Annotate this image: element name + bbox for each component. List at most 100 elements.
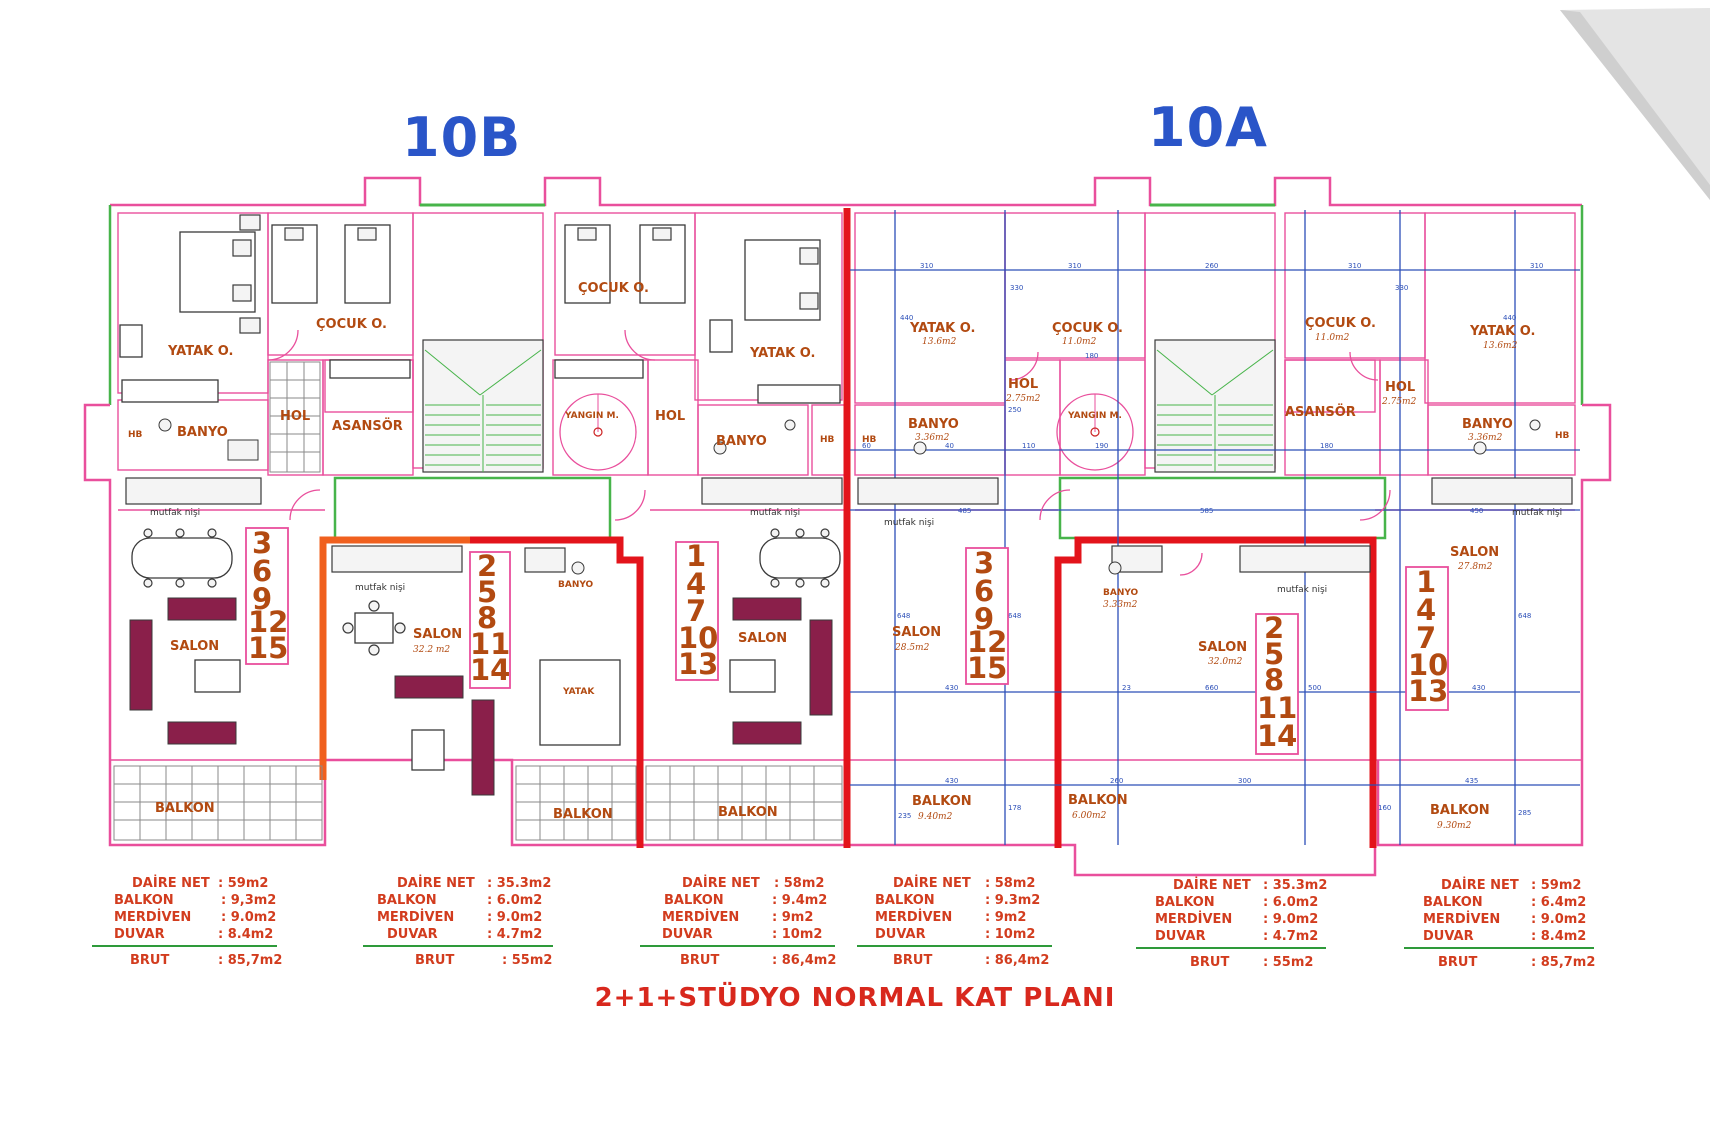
unit-numbers-258-10b: 2 5 8 11 14 (469, 549, 511, 689)
dim-label: 648 (897, 612, 910, 620)
dim-label: 430 (945, 777, 958, 785)
unit-stats: DAİRE NET: 59m2 BALKON: 9,3m2 MERDİVEN: … (114, 876, 283, 968)
unit-number: 3 (974, 546, 994, 580)
room-label-yatak: YATAK O. (1469, 324, 1535, 339)
dimension-labels: 310 310 260 310 310 440 330 180 440 330 … (862, 262, 1543, 820)
room-label-banyo: BANYO (1103, 588, 1139, 598)
dim-label: 23 (1122, 684, 1131, 692)
plan-title: 2+1+STÜDYO NORMAL KAT PLANI (594, 983, 1116, 1013)
dim-label: 160 (1378, 804, 1391, 812)
dim-label: 40 (945, 442, 954, 450)
unit-number: 12 (248, 605, 288, 639)
room-label-balkon: BALKON (553, 807, 613, 822)
balcony-tiles-10b-mid (515, 765, 637, 841)
unit-numbers-369-10b: 3 6 9 12 15 (245, 526, 289, 665)
unit-stats: DAİRE NET: 35.3m2 BALKON: 6.0m2 MERDİVEN… (1155, 878, 1328, 970)
room-label-balkon: BALKON (1068, 793, 1128, 808)
area-yatak: 13.6m2 (1483, 341, 1518, 351)
room-label-hb: HB (820, 435, 835, 445)
area-yatak: 13.6m2 (922, 337, 957, 347)
block-title-10a: 10A (1148, 96, 1268, 159)
area-banyo: 3.36m2 (915, 433, 950, 443)
area-cocuk: 11.0m2 (1062, 337, 1097, 347)
beds-cocuk-10b-left (271, 224, 391, 304)
unit-stats: DAİRE NET: 58m2 BALKON: 9.4m2 MERDİVEN: … (662, 876, 837, 968)
dim-label: 648 (1008, 612, 1021, 620)
room-label-yangin: YANGIN M. (564, 411, 619, 421)
label-mutfak: mutfak nişi (1512, 508, 1562, 518)
dim-label: 235 (898, 812, 911, 820)
unit-number: 5 (477, 575, 497, 609)
unit-number: 1 (686, 539, 706, 573)
room-label-hb: HB (128, 430, 143, 440)
hol-tiles-10b (269, 361, 321, 473)
dining-studio-10b (342, 600, 406, 656)
unit-number: 3 (252, 526, 272, 560)
room-label-hb: HB (862, 435, 877, 445)
label-mutfak: mutfak nişi (1277, 585, 1327, 595)
room-label-cocuk: ÇOCUK O. (1305, 316, 1376, 331)
unit-number: 5 (1264, 637, 1284, 671)
room-label-balkon: BALKON (912, 794, 972, 809)
unit-numbers-147-10b: 1 4 7 10 13 (675, 539, 719, 681)
room-label-banyo: BANYO (558, 580, 594, 590)
room-label-cocuk: ÇOCUK O. (316, 317, 387, 332)
dim-label: 440 (900, 314, 913, 322)
area-hol: 2.75m2 (1005, 394, 1041, 404)
room-label-hb: HB (1555, 431, 1570, 441)
unit-number: 1 (1416, 565, 1436, 599)
stats-underline (1136, 947, 1326, 949)
dim-label: 430 (945, 684, 958, 692)
unit-number: 10 (1408, 648, 1448, 682)
room-label-asansor: ASANSÖR (1285, 404, 1356, 420)
unit-number: 7 (686, 594, 706, 628)
area-salon: 28.5m2 (894, 643, 930, 653)
dim-label: 260 (1205, 262, 1218, 270)
dim-label: 310 (1068, 262, 1081, 270)
unit-number: 15 (967, 651, 1007, 685)
balcony-tiles-10b-right (645, 765, 843, 841)
dim-label: 60 (862, 442, 871, 450)
dimension-lines (850, 210, 1580, 845)
stats-underline (92, 945, 277, 947)
dim-label: 500 (1308, 684, 1321, 692)
room-label-hol: HOL (280, 409, 310, 424)
area-salon: 27.8m2 (1457, 562, 1493, 572)
dim-label: 435 (1465, 777, 1478, 785)
unit-number: 4 (1416, 593, 1436, 627)
unit-number: 13 (678, 647, 718, 681)
dim-label: 250 (1008, 406, 1021, 414)
unit-number: 15 (248, 631, 288, 665)
stats-underline (1404, 947, 1594, 949)
sofas (129, 597, 833, 796)
room-label-asansor: ASANSÖR (332, 418, 403, 434)
stats-underline (857, 945, 1052, 947)
label-mutfak: mutfak nişi (884, 518, 934, 528)
dim-label: 585 (1200, 507, 1213, 515)
unit-numbers-147-10a: 1 4 7 10 13 (1405, 565, 1449, 711)
unit-stats: DAİRE NET: 35.3m2 BALKON: 6.0m2 MERDİVEN… (377, 876, 553, 968)
dim-label: 285 (1518, 809, 1531, 817)
dim-label: 300 (1238, 777, 1251, 785)
room-label-banyo: BANYO (177, 425, 228, 440)
unit-number: 14 (470, 653, 510, 687)
room-label-salon: SALON (1450, 545, 1499, 560)
dim-label: 180 (1085, 352, 1098, 360)
dim-label: 178 (1008, 804, 1021, 812)
unit-numbers-258-10a: 2 5 8 11 14 (1255, 611, 1299, 755)
dim-label: 485 (958, 507, 971, 515)
area-balkon: 9.40m2 (918, 812, 953, 822)
dim-label: 310 (920, 262, 933, 270)
unit-number: 11 (470, 627, 510, 661)
unit-number: 11 (1257, 691, 1297, 725)
room-label-banyo: BANYO (716, 434, 767, 449)
stats-underline (363, 945, 553, 947)
block-title-10b: 10B (402, 106, 522, 169)
dim-label: 660 (1205, 684, 1218, 692)
page-fold (1560, 8, 1710, 200)
unit-number: 13 (1408, 674, 1448, 708)
label-mutfak: mutfak nişi (150, 508, 200, 518)
dim-label: 310 (1348, 262, 1361, 270)
dim-label: 440 (1503, 314, 1516, 322)
